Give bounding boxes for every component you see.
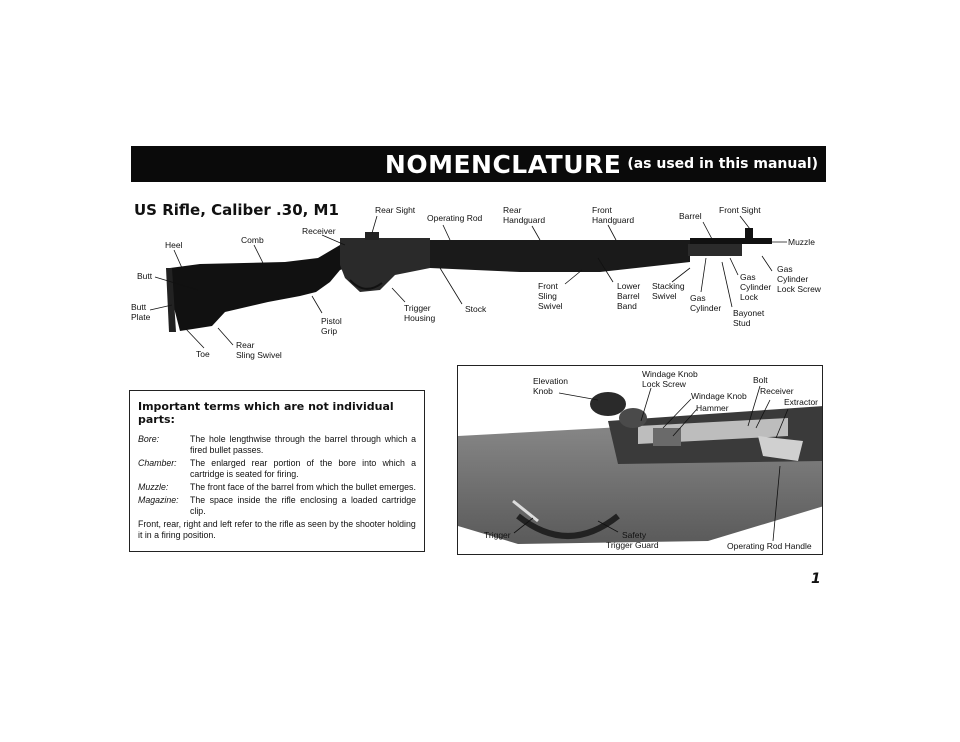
photo-label-extractor: Extractor [784,397,819,407]
label-stock: Stock [465,304,487,314]
butt-plate-shape [166,268,176,332]
terms-note: Front, rear, right and left refer to the… [138,519,416,540]
rifle-title: US Rifle, Caliber .30, M1 [134,201,339,219]
term-row: Magazine: The space inside the rifle enc… [138,495,416,517]
term-definition: The front face of the barrel from which … [190,482,416,492]
label-rear-sling-swivel: Rear Sling Swivel [236,340,282,360]
label-lower-barrel-band: Lower Barrel Band [617,281,641,311]
label-toe: Toe [196,349,210,359]
photo-label-trigger: Trigger [484,530,511,540]
term-name: Magazine: [138,495,179,505]
page-subtitle: (as used in this manual) [627,156,818,172]
photo-label-operating-rod-handle: Operating Rod Handle [727,541,812,551]
label-rear-handguard: Rear Handguard [503,205,546,225]
label-rear-sight: Rear Sight [375,205,416,215]
title-banner: NOMENCLATURE (as used in this manual) [131,146,826,182]
photo-label-bolt: Bolt [753,375,768,385]
rifle-stock-shape [170,244,365,331]
label-front-handguard: Front Handguard [592,205,635,225]
gas-cylinder-shape [688,244,742,256]
label-operating-rod: Operating Rod [427,213,483,223]
label-gas-cylinder-lock: Gas Cylinder Lock [740,272,772,302]
label-gas-cylinder-lock-screw: Gas Cylinder Lock Screw [777,264,821,294]
label-gas-cylinder: Gas Cylinder [690,293,722,313]
receiver-photo-image [458,366,822,554]
trigger-guard-shape [349,279,383,290]
forend-shape [430,240,690,272]
photo-label-safety: Safety [622,530,647,540]
label-barrel: Barrel [679,211,702,221]
label-muzzle: Muzzle [788,237,815,247]
page-number: 1 [811,571,821,587]
rear-sight-shape [365,232,379,240]
term-row: Bore: The hole lengthwise through the ba… [138,434,416,456]
photo-label-windage-knob: Windage Knob [691,391,747,401]
label-butt: Butt [137,271,153,281]
photo-label-receiver: Receiver [760,386,794,396]
label-heel: Heel [165,240,183,250]
term-name: Muzzle: [138,482,169,492]
label-receiver: Receiver [302,226,336,236]
label-trigger-housing: Trigger Housing [404,303,436,323]
label-front-sight: Front Sight [719,205,761,215]
photo-label-trigger-guard: Trigger Guard [606,540,659,550]
photo-label-windage-knob-lock-screw: Windage Knob Lock Screw [642,369,698,389]
receiver-shape [340,238,430,292]
important-terms-box: Important terms which are not individual… [129,390,425,552]
term-name: Bore: [138,434,160,444]
page-title: NOMENCLATURE [384,149,622,179]
term-row: Chamber: The enlarged rear portion of th… [138,458,416,480]
label-front-sling-swivel: Front Sling Swivel [538,281,563,311]
receiver-photo [457,365,823,555]
label-comb: Comb [241,235,264,245]
front-sight-shape [745,228,753,238]
label-pistol-grip: Pistol Grip [321,316,342,336]
term-definition: The hole lengthwise through the barrel t… [190,434,416,455]
term-name: Chamber: [138,458,177,468]
barrel-shape [690,238,772,244]
term-definition: The enlarged rear portion of the bore in… [190,458,416,479]
label-butt-plate: Butt Plate [131,302,151,322]
label-bayonet-stud: Bayonet Stud [733,308,765,328]
label-stacking-swivel: Stacking Swivel [652,281,685,301]
terms-title: Important terms which are not individual… [138,400,394,426]
photo-label-hammer: Hammer [696,403,729,413]
term-row: Muzzle: The front face of the barrel fro… [138,482,416,493]
photo-label-elevation-knob: Elevation Knob [533,376,568,396]
term-definition: The space inside the rifle enclosing a l… [190,495,416,516]
